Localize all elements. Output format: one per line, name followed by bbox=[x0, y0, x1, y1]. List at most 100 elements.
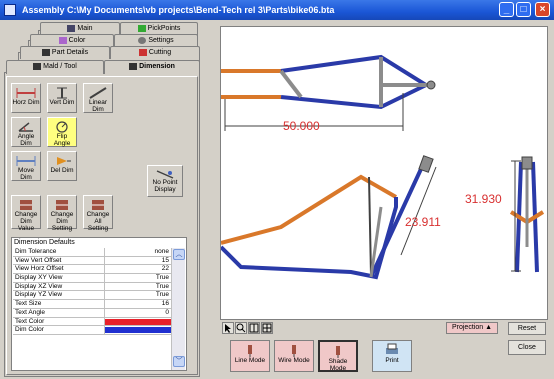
defaults-scrollbar[interactable]: ︿ ﹀ bbox=[171, 248, 185, 370]
head-tube bbox=[418, 155, 434, 173]
main-icon bbox=[67, 24, 76, 32]
close-button[interactable]: Close bbox=[508, 340, 546, 355]
del-dim-icon bbox=[57, 157, 71, 165]
move-dim-button[interactable]: Move Dim bbox=[11, 151, 41, 181]
close-window-button[interactable]: × bbox=[535, 2, 550, 17]
head-tube-front bbox=[521, 156, 533, 170]
horz-dim-button[interactable]: Horz Dim bbox=[11, 83, 41, 113]
wire-mode-button[interactable]: Wire Mode bbox=[274, 340, 314, 372]
printer-icon bbox=[386, 343, 398, 354]
window-title: Assembly C:\My Documents\vb projects\Ben… bbox=[22, 5, 335, 15]
pointer-tool-button[interactable] bbox=[222, 322, 234, 334]
line-mode-icon bbox=[248, 345, 252, 357]
no-point-display-button[interactable]: No Point Display bbox=[147, 165, 183, 197]
zoom-extents-button[interactable] bbox=[261, 322, 273, 334]
tab-main[interactable]: Main bbox=[40, 22, 120, 35]
top-view-frame: 50.000 bbox=[221, 54, 436, 133]
text-color-swatch[interactable] bbox=[105, 318, 171, 325]
minimize-button[interactable]: _ bbox=[499, 2, 514, 17]
dim-label-horizontal[interactable]: 50.000 bbox=[283, 119, 320, 133]
gear-icon bbox=[138, 36, 147, 44]
dim-line bbox=[400, 166, 437, 256]
dim-color-swatch[interactable] bbox=[105, 327, 171, 334]
side-view-frame: 23.911 bbox=[219, 155, 441, 280]
drawing-canvas[interactable]: 50.000 23.911 31.930 bbox=[219, 26, 548, 320]
change-dim-setting-button[interactable]: Change Dim Setting bbox=[47, 195, 77, 232]
move-dim-icon bbox=[16, 156, 36, 166]
bike-frame-drawing: 50.000 23.911 31.930 bbox=[219, 54, 545, 280]
frame-tube-blue bbox=[219, 197, 398, 280]
bottom-toolbar: Projection ▲ Reset Close Line Mode Wire … bbox=[220, 320, 554, 379]
frame-tube-dark bbox=[368, 176, 372, 276]
zoom-extents-icon bbox=[262, 323, 272, 333]
angle-dim-icon bbox=[18, 122, 33, 132]
tab-mald-tool[interactable]: Mald / Tool bbox=[6, 60, 104, 74]
reset-button[interactable]: Reset bbox=[508, 322, 546, 335]
dim-label-vertical[interactable]: 31.930 bbox=[465, 192, 502, 206]
print-button[interactable]: Print bbox=[372, 340, 412, 372]
dim-label-angled[interactable]: 23.911 bbox=[405, 215, 441, 229]
pointer-icon bbox=[225, 324, 231, 333]
shade-mode-icon bbox=[336, 346, 340, 358]
table-row[interactable]: Text Color bbox=[13, 317, 171, 327]
linear-dim-icon bbox=[89, 87, 107, 99]
tab-color[interactable]: Color bbox=[30, 34, 114, 47]
dimension-panel: Horz Dim Vert Dim Linear Dim Angle Dim F… bbox=[6, 76, 198, 375]
frame-tube-blue bbox=[280, 54, 431, 110]
scroll-up-button[interactable]: ︿ bbox=[173, 249, 185, 260]
tab-settings[interactable]: Settings bbox=[114, 34, 198, 47]
frame-joint bbox=[426, 80, 436, 90]
frame-tube-gray bbox=[279, 69, 303, 99]
front-view-frame: 31.930 bbox=[465, 156, 545, 273]
line-mode-button[interactable]: Line Mode bbox=[230, 340, 270, 372]
change-all-setting-icon bbox=[92, 200, 104, 210]
change-dim-value-button[interactable]: Change Dim Value bbox=[11, 195, 41, 232]
part-details-icon bbox=[41, 48, 50, 56]
flip-angle-button[interactable]: Flip Angle bbox=[47, 117, 77, 147]
change-all-setting-button[interactable]: Change All Setting bbox=[83, 195, 113, 232]
zoom-tool-button[interactable] bbox=[235, 322, 247, 334]
frame-tube-orange bbox=[220, 174, 397, 245]
left-panel: Main PickPoints Color Settings Part Deta… bbox=[0, 20, 220, 379]
dimension-icon bbox=[129, 62, 138, 70]
vert-dim-button[interactable]: Vert Dim bbox=[47, 83, 77, 113]
tab-cutting[interactable]: Cutting bbox=[110, 46, 200, 59]
title-bar: Assembly C:\My Documents\vb projects\Ben… bbox=[0, 0, 554, 20]
del-dim-button[interactable]: Del Dim bbox=[47, 151, 77, 181]
cutting-icon bbox=[138, 48, 147, 56]
triangle-up-icon: ▲ bbox=[485, 324, 493, 331]
scroll-down-button[interactable]: ﹀ bbox=[173, 356, 185, 367]
color-icon bbox=[58, 36, 67, 44]
magnifier-icon bbox=[236, 323, 246, 333]
angle-dim-button[interactable]: Angle Dim bbox=[11, 117, 41, 147]
dimension-defaults-header: Dimension Defaults bbox=[14, 239, 75, 246]
shade-mode-button[interactable]: Shade Mode bbox=[318, 340, 358, 372]
tab-pickpoints[interactable]: PickPoints bbox=[120, 22, 198, 35]
zoom-window-button[interactable] bbox=[248, 322, 260, 334]
tab-part-details[interactable]: Part Details bbox=[20, 46, 110, 59]
flip-angle-icon bbox=[56, 121, 68, 133]
linear-dim-button[interactable]: Linear Dim bbox=[83, 83, 113, 113]
table-row[interactable]: Dim Color bbox=[13, 326, 171, 335]
maximize-button[interactable]: □ bbox=[516, 2, 531, 17]
zoom-window-icon bbox=[249, 323, 259, 333]
app-icon bbox=[4, 4, 16, 16]
wire-mode-icon bbox=[292, 345, 296, 357]
tab-dimension[interactable]: Dimension bbox=[104, 60, 200, 74]
pickpoints-icon bbox=[137, 24, 146, 32]
projection-button[interactable]: Projection ▲ bbox=[446, 322, 498, 334]
change-dim-setting-icon bbox=[56, 200, 68, 210]
no-point-display-icon bbox=[156, 170, 174, 179]
change-dim-value-icon bbox=[20, 200, 32, 210]
vert-dim-icon bbox=[57, 87, 67, 99]
